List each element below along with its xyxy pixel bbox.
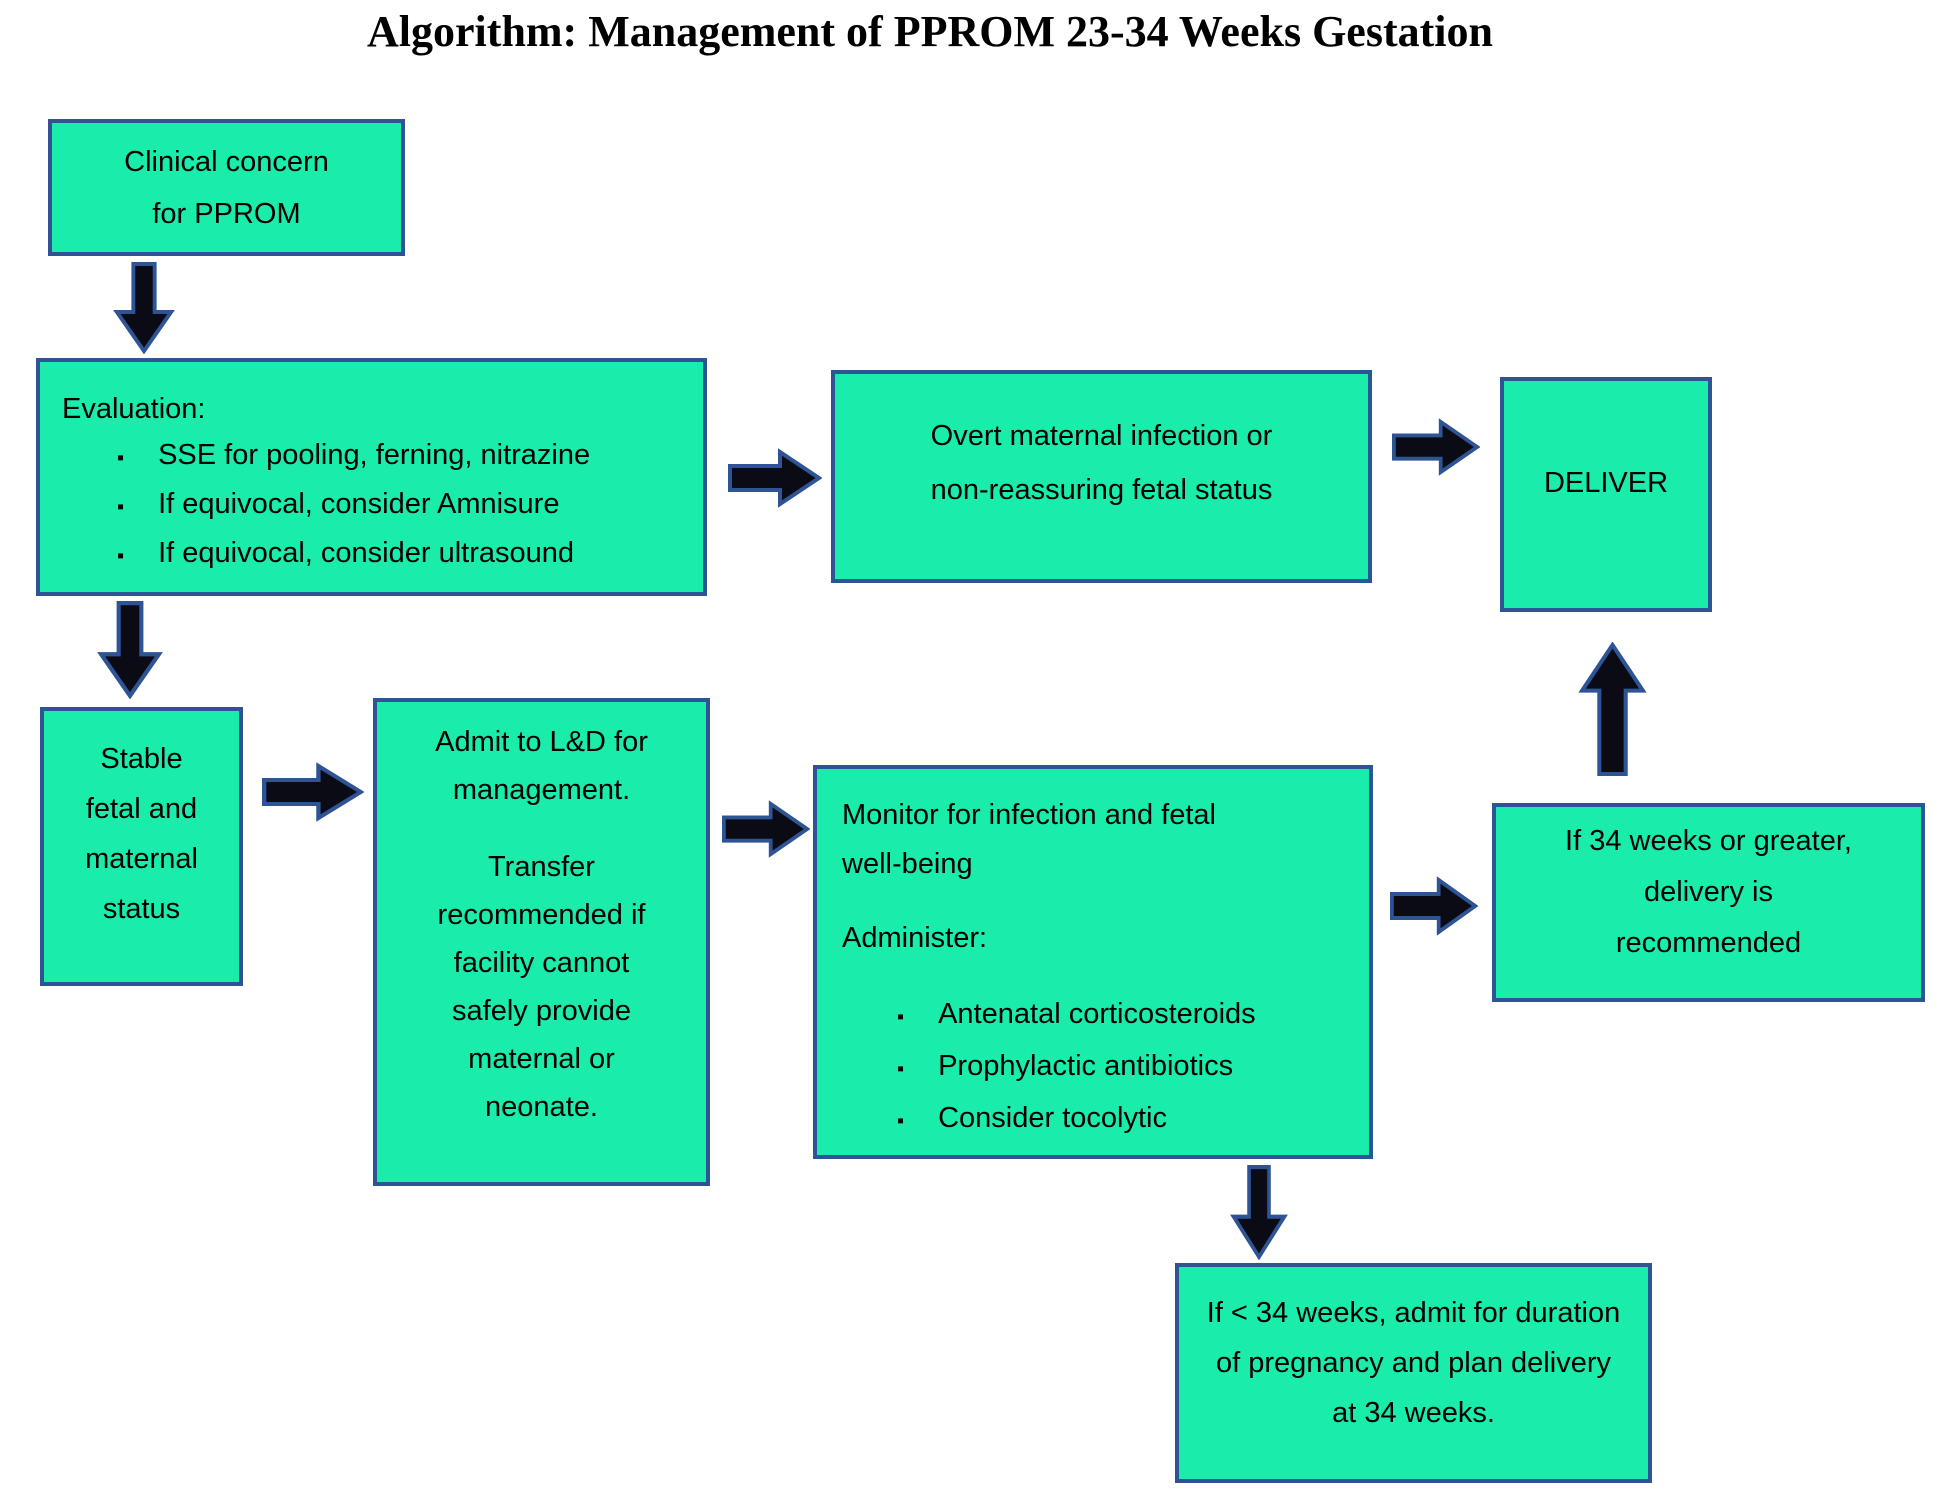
- stable-line1: Stable: [100, 743, 183, 775]
- square-bullet-icon: ▪: [117, 496, 125, 518]
- arrow-right-admit-to-monitor-icon: [722, 800, 810, 858]
- box-admit-ld: Admit to L&D for management. Transfer re…: [373, 698, 710, 1186]
- box-deliver: DELIVER: [1500, 377, 1712, 612]
- box-under-34-weeks: If < 34 weeks, admit for duration of pre…: [1175, 1263, 1652, 1483]
- arrow-right-infection-to-deliver-icon: [1392, 418, 1480, 476]
- under34-line2: of pregnancy and plan delivery: [1216, 1347, 1611, 1379]
- bullet-text: SSE for pooling, ferning, nitrazine: [158, 439, 591, 471]
- admit-line2: management.: [452, 774, 631, 806]
- admit-line5: facility cannot: [453, 947, 630, 979]
- bullet-item: ▪ If equivocal, consider Amnisure: [62, 481, 695, 530]
- if34-line3: recommended: [1615, 927, 1802, 959]
- box-clinical-concern: Clinical concern for PPROM: [48, 119, 405, 256]
- box-clinical-line1: Clinical concern: [124, 145, 329, 178]
- arrow-up-if34-to-deliver-icon: [1578, 642, 1647, 777]
- bullet-text: Consider tocolytic: [938, 1102, 1167, 1134]
- bullet-item: ▪ Antenatal corticosteroids: [842, 990, 1361, 1042]
- box-monitor: Monitor for infection and fetal well-bei…: [813, 765, 1373, 1159]
- stable-line3: maternal: [85, 843, 198, 875]
- box-clinical-line2: for PPROM: [152, 197, 301, 230]
- admit-para2: Transfer recommended if facility cannot …: [438, 843, 646, 1131]
- admit-line6: safely provide: [452, 995, 631, 1027]
- admit-para1: Admit to L&D for management.: [435, 718, 648, 814]
- stable-line2: fetal and: [85, 793, 198, 825]
- monitor-line1: Monitor for infection and fetal: [842, 799, 1216, 831]
- admit-line8: neonate.: [485, 1091, 598, 1123]
- square-bullet-icon: ▪: [117, 447, 125, 469]
- bullet-text: Antenatal corticosteroids: [938, 998, 1256, 1030]
- evaluation-heading: Evaluation:: [62, 393, 206, 425]
- monitor-subheading: Administer:: [842, 922, 988, 954]
- bullet-item: ▪ Prophylactic antibiotics: [842, 1042, 1361, 1094]
- box-if-34-weeks: If 34 weeks or greater, delivery is reco…: [1492, 803, 1925, 1002]
- admit-line7: maternal or: [468, 1043, 615, 1075]
- if34-line2: delivery is: [1644, 876, 1773, 908]
- bullet-item: ▪ If equivocal, consider ultrasound: [62, 530, 695, 579]
- monitor-line2: well-being: [842, 848, 973, 880]
- deliver-label: DELIVER: [1543, 467, 1669, 499]
- box-stable-status: Stable fetal and maternal status: [40, 707, 243, 986]
- under34-line3: at 34 weeks.: [1332, 1397, 1495, 1429]
- admit-line4: recommended if: [437, 899, 646, 931]
- stable-line4: status: [102, 893, 181, 925]
- bullet-item: ▪ SSE for pooling, ferning, nitrazine: [62, 432, 695, 481]
- bullet-text: If equivocal, consider ultrasound: [158, 537, 575, 569]
- arrow-down-evaluation-to-stable-icon: [97, 601, 163, 699]
- arrow-right-stable-to-admit-icon: [262, 762, 364, 822]
- bullet-text: Prophylactic antibiotics: [938, 1050, 1234, 1082]
- box-evaluation: Evaluation: ▪ SSE for pooling, ferning, …: [36, 358, 707, 596]
- evaluation-bullet-list: ▪ SSE for pooling, ferning, nitrazine ▪ …: [62, 432, 695, 579]
- square-bullet-icon: ▪: [897, 1058, 905, 1080]
- square-bullet-icon: ▪: [117, 545, 125, 567]
- under34-line1: If < 34 weeks, admit for duration: [1206, 1297, 1621, 1329]
- if34-line1: If 34 weeks or greater,: [1565, 825, 1852, 857]
- arrow-right-monitor-to-if34-icon: [1390, 876, 1478, 936]
- overt-line2: non-reassuring fetal status: [930, 473, 1273, 506]
- bullet-text: If equivocal, consider Amnisure: [158, 488, 560, 520]
- square-bullet-icon: ▪: [897, 1110, 905, 1132]
- monitor-bullet-list: ▪ Antenatal corticosteroids ▪ Prophylact…: [842, 990, 1361, 1146]
- overt-line1: Overt maternal infection or: [930, 419, 1273, 452]
- arrow-right-evaluation-to-infection-icon: [728, 448, 822, 508]
- box-overt-infection: Overt maternal infection or non-reassuri…: [831, 370, 1372, 583]
- arrow-down-clinical-to-evaluation-icon: [113, 262, 175, 354]
- square-bullet-icon: ▪: [897, 1006, 905, 1028]
- page-title: Algorithm: Management of PPROM 23-34 Wee…: [367, 7, 1493, 56]
- admit-line3: Transfer: [488, 851, 595, 883]
- arrow-down-monitor-to-under34-icon: [1230, 1165, 1288, 1260]
- admit-line1: Admit to L&D for: [435, 726, 648, 758]
- bullet-item: ▪ Consider tocolytic: [842, 1094, 1361, 1146]
